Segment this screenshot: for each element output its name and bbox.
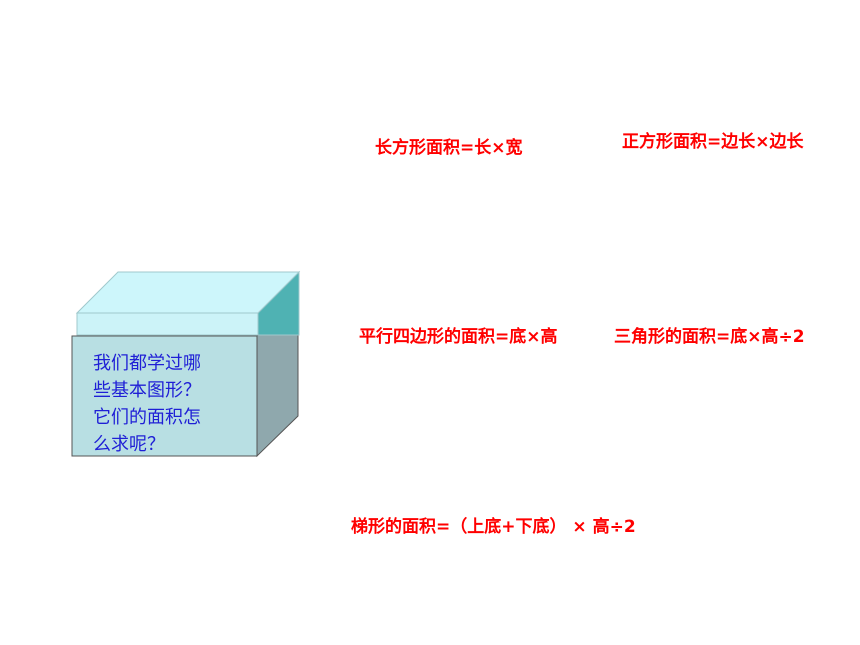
- box-front-face: [71, 335, 258, 457]
- box-question-line: 么求呢？: [93, 434, 165, 455]
- box-question-line: 它们的面积怎: [93, 407, 201, 428]
- lid-front-face: [76, 312, 259, 336]
- box-question-text: 我们都学过哪 些基本图形？ 它们的面积怎 么求呢？: [93, 350, 243, 458]
- box-question-line: 些基本图形？: [93, 380, 201, 401]
- formula-rectangle-area: 长方形面积=长×宽: [375, 138, 523, 158]
- box-illustration: [71, 270, 301, 458]
- formula-parallelogram-area: 平行四边形的面积=底×高: [359, 327, 558, 347]
- formula-square-area: 正方形面积=边长×边长: [622, 132, 804, 152]
- box-question-line: 我们都学过哪: [93, 353, 201, 374]
- formula-triangle-area: 三角形的面积=底×高÷2: [614, 327, 805, 347]
- formula-trapezoid-area: 梯形的面积=（上底+下底） × 高÷2: [351, 517, 636, 537]
